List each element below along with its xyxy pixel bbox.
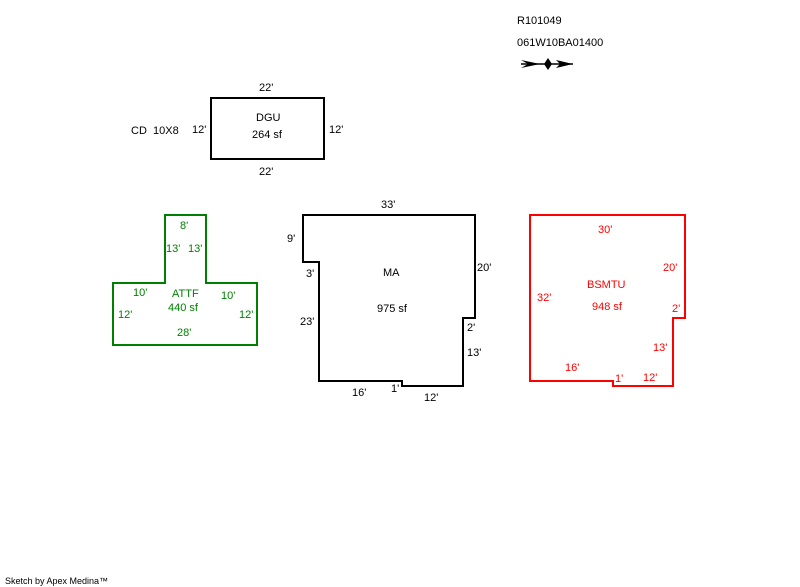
attf-dim-right: 12' — [239, 309, 254, 321]
bsmtu-dim-left: 32' — [537, 292, 552, 304]
ma-dim-left-top: 9' — [287, 233, 296, 245]
ma-label: MA — [383, 267, 400, 279]
dgu-note: CD 10X8 — [131, 125, 179, 137]
attf-dim-bottom: 28' — [177, 327, 192, 339]
ma-dim-bottom-step: 1' — [391, 383, 400, 395]
attf-outline — [112, 214, 258, 346]
parcel-id: R101049 — [517, 15, 562, 27]
ma-dim-right-step: 2' — [467, 322, 476, 334]
ma-dim-step: 3' — [306, 268, 315, 280]
dgu-dim-bottom: 22' — [259, 166, 274, 178]
dgu-dim-right: 12' — [329, 124, 344, 136]
attf-dim-shoulder-right: 10' — [221, 290, 236, 302]
dgu-outline — [210, 97, 325, 160]
bsmtu-dim-bottom-left: 16' — [565, 362, 580, 374]
bsmtu-label: BSMTU — [587, 279, 626, 291]
dgu-dim-top: 22' — [259, 82, 274, 94]
attf-label: ATTF — [172, 288, 199, 300]
bsmtu-outline — [529, 214, 686, 387]
attf-dim-top: 8' — [180, 220, 189, 232]
ma-dim-right-top: 20' — [477, 262, 492, 274]
ma-dim-top: 33' — [381, 199, 396, 211]
ma-outline — [302, 214, 476, 387]
ma-dim-bottom-right: 12' — [424, 392, 439, 404]
attf-dim-shoulder-left: 10' — [133, 287, 148, 299]
bsmtu-dim-right-bottom: 13' — [653, 342, 668, 354]
bsmtu-dim-top: 30' — [598, 224, 613, 236]
dgu-label: DGU — [256, 112, 281, 124]
dgu-dim-left: 12' — [192, 124, 207, 136]
ma-dim-right-bottom: 13' — [467, 347, 482, 359]
bsmtu-area: 948 sf — [592, 301, 622, 313]
ma-dim-left: 23' — [300, 316, 315, 328]
north-arrow-icon — [521, 58, 573, 70]
dgu-area: 264 sf — [252, 129, 282, 141]
bsmtu-dim-right-top: 20' — [663, 262, 678, 274]
ma-dim-bottom-left: 16' — [352, 387, 367, 399]
bsmtu-dim-bottom-step: 1' — [615, 373, 624, 385]
ma-area: 975 sf — [377, 303, 407, 315]
attf-dim-left: 12' — [118, 309, 133, 321]
footer-credit: Sketch by Apex Medina™ — [5, 576, 109, 586]
attf-dim-stem-right: 13' — [188, 243, 203, 255]
bsmtu-dim-right-step: 2' — [672, 303, 681, 315]
map-number: 061W10BA01400 — [517, 37, 604, 49]
attf-dim-stem-left: 13' — [166, 243, 181, 255]
attf-area: 440 sf — [168, 302, 198, 314]
bsmtu-dim-bottom-right: 12' — [643, 372, 658, 384]
